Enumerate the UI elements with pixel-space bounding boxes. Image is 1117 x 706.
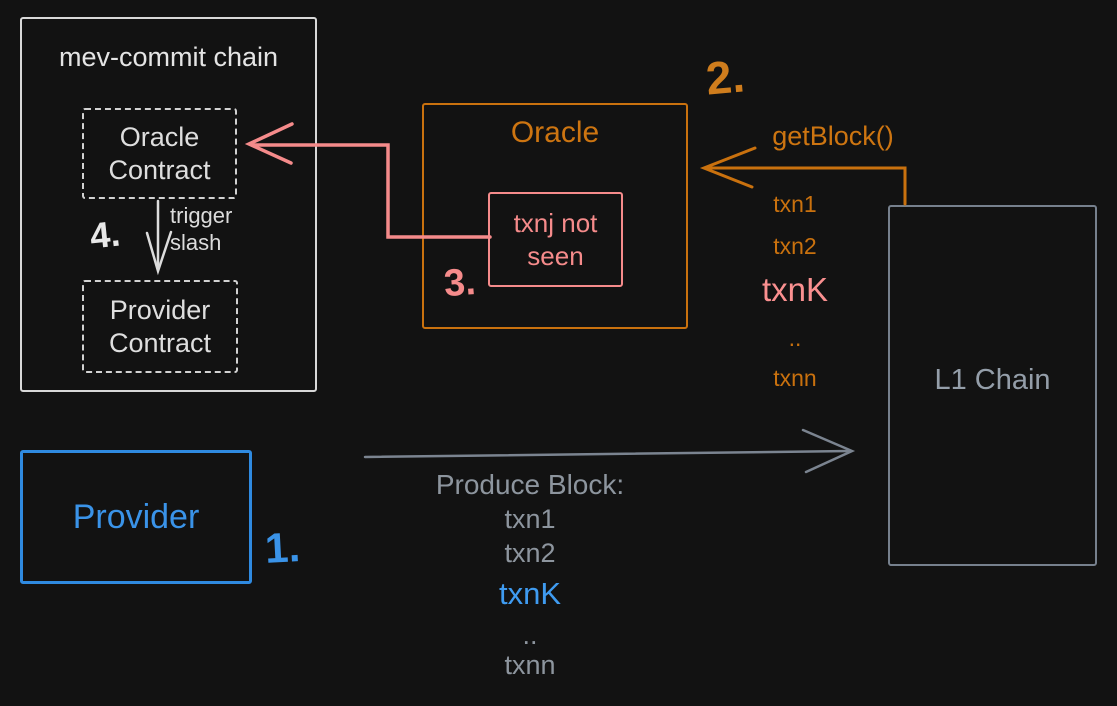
produce-txnn: txnn: [504, 650, 556, 680]
trigger-slash-label: trigger slash: [170, 203, 233, 255]
getblock-txnn: txnn: [773, 365, 817, 391]
getblock-txn2: txn2: [773, 233, 817, 259]
step-1-marker: 1.: [263, 523, 302, 572]
oracle-title: Oracle: [510, 116, 600, 149]
l1-chain-title: L1 Chain: [934, 364, 1051, 396]
oracle-contract-box: Oracle Contract: [82, 108, 237, 199]
produce-txn1: txn1: [504, 504, 556, 534]
getblock-txn1: txn1: [773, 191, 817, 217]
provider-box: Provider: [20, 450, 252, 584]
produce-block-arrow: [363, 428, 856, 474]
l1-chain-box: [888, 205, 1097, 566]
getblock-call-label: getBlock(): [772, 121, 894, 151]
produce-block-heading: Produce Block:: [435, 469, 625, 500]
step-4-marker: 4.: [87, 212, 123, 257]
step-3-marker: 3.: [442, 260, 478, 306]
produce-txn2: txn2: [504, 538, 556, 568]
produce-txn-ellipsis: ..: [522, 620, 538, 650]
step-2-marker: 2.: [703, 49, 747, 105]
provider-contract-box: Provider Contract: [82, 280, 238, 373]
mev-commit-chain-title: mev-commit chain: [58, 42, 279, 72]
getblock-txnK-highlight: txnK: [761, 271, 829, 308]
produce-txnK-highlight: txnK: [498, 576, 562, 611]
txnj-not-seen-box: txnj not seen: [488, 192, 623, 287]
getblock-txn-ellipsis: ..: [788, 325, 802, 351]
